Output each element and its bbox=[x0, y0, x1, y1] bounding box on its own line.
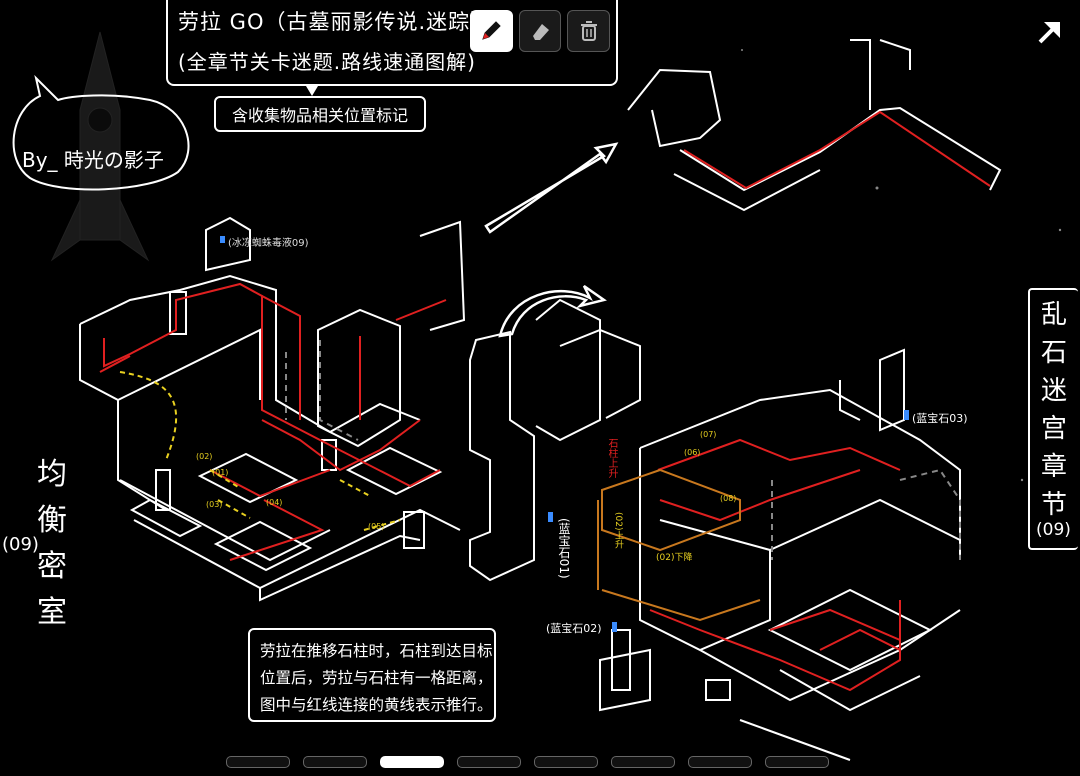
page-dot[interactable] bbox=[688, 756, 752, 768]
lift-label: (02)上升 bbox=[613, 512, 623, 549]
lift-up-label: 石柱上升 bbox=[606, 438, 617, 478]
pen-tool-button[interactable] bbox=[470, 10, 513, 52]
page-dot[interactable] bbox=[226, 756, 290, 768]
title-line-2: (全章节关卡迷题.路线速通图解) bbox=[178, 50, 476, 74]
note-line: 劳拉在推移石柱时，石柱到达目标 bbox=[260, 642, 493, 660]
trash-icon bbox=[580, 21, 597, 41]
eraser-tool-button[interactable] bbox=[518, 10, 562, 52]
arrow-up-right-icon bbox=[1038, 22, 1060, 44]
level-name: 均衡密室 bbox=[37, 457, 67, 630]
author-label: By_ 時光の影子 bbox=[22, 148, 164, 172]
step-label: (01) bbox=[212, 468, 229, 477]
page-dot-active[interactable] bbox=[380, 756, 444, 768]
gem-label-top-right: (蓝宝石03) bbox=[912, 412, 968, 425]
page-dot[interactable] bbox=[611, 756, 675, 768]
right-route bbox=[649, 438, 901, 692]
author-bubble bbox=[12, 74, 190, 191]
page-indicator bbox=[226, 756, 876, 774]
stars bbox=[741, 49, 1062, 482]
lift-lines bbox=[597, 468, 761, 622]
step-label: (08) bbox=[720, 494, 737, 503]
inset-route bbox=[683, 110, 991, 190]
trash-tool-button[interactable] bbox=[567, 10, 611, 52]
gem-label-bottom: (蓝宝石02) bbox=[546, 622, 602, 635]
gem-label-middle: (蓝宝石01) bbox=[557, 518, 571, 579]
chapter-box bbox=[1028, 288, 1078, 550]
step-label: (04) bbox=[266, 498, 283, 507]
subtitle-pointer bbox=[306, 86, 318, 96]
note-line: 图中与红线连接的黄线表示推行。 bbox=[260, 696, 493, 714]
step-label: (02) bbox=[196, 452, 213, 461]
pointer-arrow bbox=[484, 142, 619, 234]
collectible-label: (冰冻蜘蛛毒液09) bbox=[228, 238, 309, 249]
expand-button[interactable] bbox=[1030, 12, 1070, 52]
page-dot[interactable] bbox=[303, 756, 367, 768]
right-dashed bbox=[771, 468, 961, 560]
middle-tower bbox=[469, 298, 641, 582]
subtitle-box: 含收集物品相关位置标记 bbox=[214, 96, 426, 132]
eraser-icon bbox=[533, 24, 549, 40]
chapter-number: (09) bbox=[1036, 520, 1071, 540]
title-line-1: 劳拉 GO（古墓丽影传说.迷踪） bbox=[178, 10, 493, 34]
lift-label-2: (02)下降 bbox=[656, 553, 693, 563]
step-label: (03) bbox=[206, 500, 223, 509]
step-label: (07) bbox=[700, 430, 717, 439]
gem-markers bbox=[220, 236, 909, 632]
push-lines bbox=[119, 371, 401, 531]
note-line: 位置后，劳拉与石柱有一格距离， bbox=[260, 669, 493, 687]
level-number: (09) bbox=[2, 534, 39, 555]
left-dashed bbox=[285, 340, 359, 441]
page-dot[interactable] bbox=[457, 756, 521, 768]
page-dot[interactable] bbox=[534, 756, 598, 768]
step-label: (05) bbox=[368, 522, 385, 531]
inset-structure bbox=[627, 39, 1002, 212]
left-route bbox=[99, 282, 447, 561]
pen-icon bbox=[482, 21, 502, 40]
note-box: 劳拉在推移石柱时，石柱到达目标 位置后，劳拉与石柱有一格距离， 图中与红线连接的… bbox=[248, 628, 496, 722]
left-maze bbox=[79, 216, 466, 602]
page-dot[interactable] bbox=[765, 756, 829, 768]
drawing-toolbar bbox=[470, 10, 611, 52]
rotate-arrow bbox=[498, 284, 607, 338]
chapter-name: 乱石迷宫章节 bbox=[1040, 300, 1067, 520]
step-label: (06) bbox=[684, 448, 701, 457]
